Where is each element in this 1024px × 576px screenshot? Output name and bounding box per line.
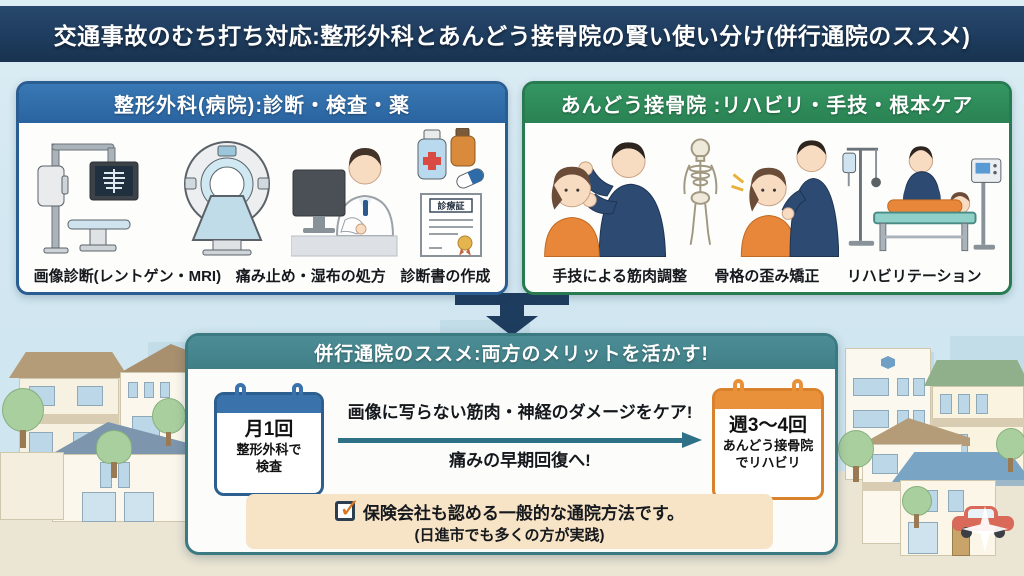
caption-medication: 痛み止め・湿布の処方: [235, 268, 386, 285]
calendar-top-bar: [217, 395, 321, 413]
skeleton-posture-illustration: [683, 138, 840, 257]
rehabilitation-illustration: [842, 146, 1002, 252]
calendar-ring: [733, 379, 745, 397]
arrow-head: [682, 432, 702, 448]
weekly-frequency: 週3〜4回: [728, 415, 808, 436]
certificate-label: 診療証: [438, 200, 465, 211]
doctor-computer-illustration: [291, 148, 398, 257]
insurance-note-line2: (日進市でも多くの方が実践): [414, 526, 605, 544]
weekly-calendar-icon: 週3〜4回 あんどう接骨院 でリハビリ: [712, 379, 824, 500]
background-car: [952, 506, 1014, 538]
benefit-text-top-label: 画像に写らない筋肉・神経のダメージをケア!: [347, 403, 693, 422]
benefit-text-bottom: 痛みの早期回復へ!: [336, 446, 704, 471]
orthopedic-captions: 画像診断(レントゲン・MRI) 痛み止め・湿布の処方 診断書の作成: [19, 265, 505, 286]
caption-rehabilitation: リハビリテーション: [846, 268, 982, 285]
background-wall: [0, 452, 64, 520]
insurance-note: 保険会社も認める一般的な通院方法です。 (日進市でも多くの方が実践): [246, 493, 773, 549]
medicine-certificate-column: 診療証: [412, 126, 490, 258]
judo-clinic-captions: 手技による筋肉調整 骨格の歪み矯正 リハビリテーション: [525, 265, 1009, 286]
calendar-top-bar: [715, 391, 821, 409]
monthly-line3: 検査: [255, 458, 282, 474]
insurance-note-line1-text: 保険会社も認める一般的な通院方法です。: [362, 503, 685, 523]
monthly-calendar-icon: 月1回 整形外科で 検査: [214, 383, 324, 496]
arrow-shaft: [338, 438, 682, 443]
insurance-note-line1: 保険会社も認める一般的な通院方法です。: [334, 493, 685, 524]
benefit-text-top: 画像に写らない筋肉・神経のダメージをケア!: [336, 398, 704, 423]
checkbox-icon: [334, 493, 361, 524]
judo-clinic-panel: あんどう接骨院 :リハビリ・手技・根本ケア: [522, 81, 1012, 295]
weekly-line3: でリハビリ: [735, 454, 801, 470]
page-title-text: 交通事故のむち打ち対応:整形外科とあんどう接骨院の賢い使い分け(併行通院のススメ…: [53, 23, 971, 49]
benefit-text-bottom-label: 痛みの早期回復へ!: [449, 451, 591, 470]
orthopedic-panel-header: 整形外科(病院):診断・検査・薬: [19, 84, 505, 123]
right-arrow: [338, 432, 702, 448]
calendar-ring: [292, 383, 304, 401]
certificate-illustration: 診療証: [420, 193, 483, 257]
orthopedic-panel: 整形外科(病院):診断・検査・薬: [16, 81, 508, 295]
monthly-line2: 整形外科で: [236, 441, 302, 457]
neck-adjustment-illustration: [544, 142, 667, 257]
judo-clinic-illustrations: [525, 126, 1009, 258]
combined-visits-header: 併行通院のススメ:両方のメリットを活かす!: [188, 336, 835, 369]
calendar-ring: [791, 379, 803, 397]
monthly-frequency: 月1回: [244, 419, 294, 440]
caption-imaging: 画像診断(レントゲン・MRI): [33, 268, 222, 285]
mri-scanner-illustration: [183, 141, 270, 256]
page-title: 交通事故のむち打ち対応:整形外科とあんどう接骨院の賢い使い分け(併行通院のススメ…: [0, 6, 1024, 62]
combined-visits-panel: 併行通院のススメ:両方のメリットを活かす! 月1回 整形外科で 検査 画像に写ら…: [185, 333, 838, 555]
judo-clinic-panel-header: あんどう接骨院 :リハビリ・手技・根本ケア: [525, 84, 1009, 123]
calendar-ring: [234, 383, 246, 401]
caption-skeletal-correction: 骨格の歪み矯正: [714, 268, 820, 285]
xray-machine-illustration: [37, 143, 139, 254]
medicine-illustration: [417, 128, 485, 189]
orthopedic-illustrations: 診療証: [19, 126, 505, 258]
caption-manual-therapy: 手技による筋肉調整: [552, 268, 687, 285]
weekly-line2: あんどう接骨院: [722, 437, 814, 453]
caption-certificate: 診断書の作成: [400, 268, 491, 285]
